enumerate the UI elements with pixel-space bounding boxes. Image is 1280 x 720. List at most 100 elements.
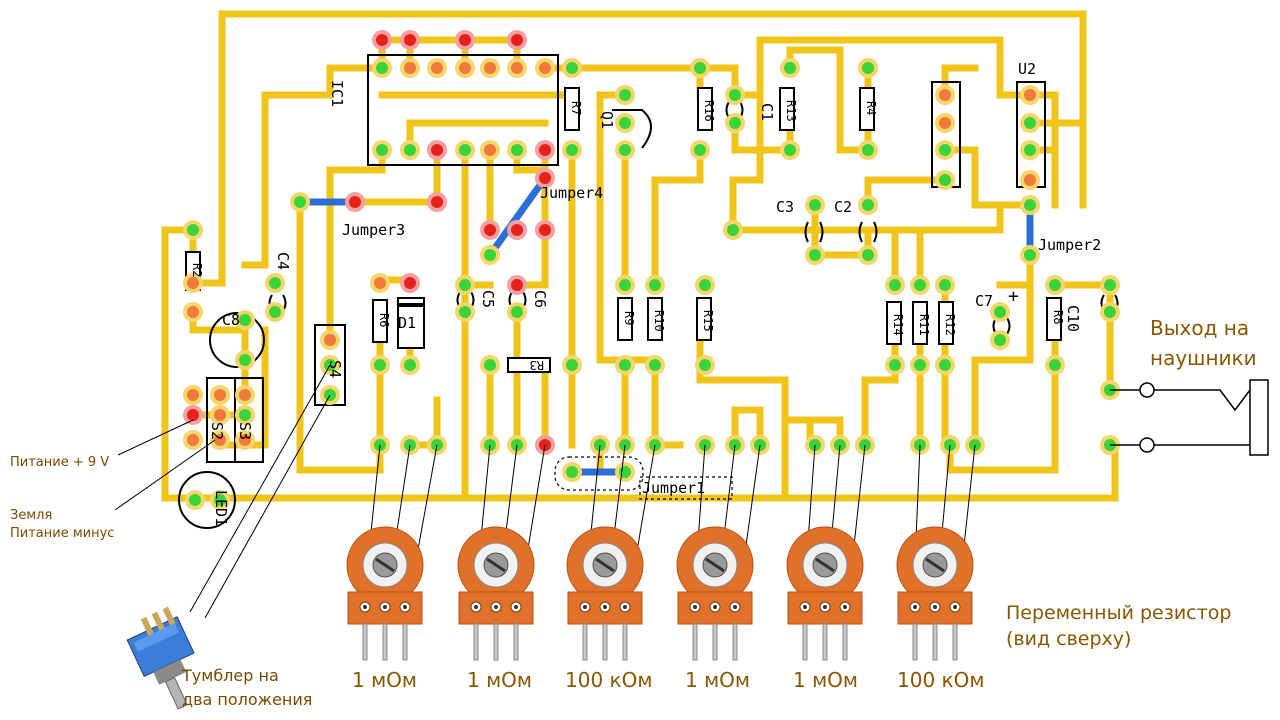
r16-body xyxy=(697,87,713,131)
solder-pad xyxy=(374,277,386,289)
solder-pad xyxy=(239,389,251,401)
r13-body xyxy=(779,87,795,131)
r10-body xyxy=(647,297,663,341)
toggle-label-line2: два положения xyxy=(182,690,313,709)
solder-pad xyxy=(694,62,706,74)
r15-body xyxy=(696,297,712,341)
solder-pad xyxy=(511,279,523,291)
solder-pad xyxy=(729,89,741,101)
solder-pad xyxy=(1024,199,1036,211)
wire-leads xyxy=(362,444,976,611)
c8-body xyxy=(209,312,265,368)
solder-pad xyxy=(1024,117,1036,129)
solder-pad xyxy=(939,279,951,291)
r14-body xyxy=(886,301,902,345)
pot-value-6: 100 кОм xyxy=(897,668,985,692)
r6-body xyxy=(372,299,388,343)
solder-pad xyxy=(484,249,496,261)
s3-label: S3 xyxy=(236,422,254,440)
ground-label-line2: Питание минус xyxy=(10,526,115,541)
solder-pad xyxy=(809,249,821,261)
solder-pad xyxy=(699,279,711,291)
r2-label: R2 xyxy=(190,263,204,277)
solder-pad xyxy=(239,354,251,366)
pot-value-3: 100 кОм xyxy=(565,668,653,692)
r4-label: R4 xyxy=(864,101,878,115)
solder-pad xyxy=(566,466,578,478)
solder-pad xyxy=(214,389,226,401)
solder-pad xyxy=(214,494,226,506)
solder-pad xyxy=(939,117,951,129)
solder-pad xyxy=(187,409,199,421)
r9-label: R9 xyxy=(622,311,636,325)
solder-pad xyxy=(404,277,416,289)
r11-body xyxy=(912,301,928,345)
solder-pad xyxy=(566,62,578,74)
solder-pad xyxy=(459,144,471,156)
solder-pad xyxy=(404,144,416,156)
solder-pad xyxy=(404,62,416,74)
r3-label: R3 xyxy=(530,358,544,372)
solder-pad xyxy=(889,279,901,291)
solder-pad xyxy=(1024,249,1036,261)
r7-label: R7 xyxy=(569,101,583,115)
copper-tracks xyxy=(161,10,1119,502)
solder-pad xyxy=(376,34,388,46)
d1-label: D1 xyxy=(398,314,416,332)
c5-label: C5 xyxy=(479,290,497,308)
solder-pad xyxy=(539,172,551,184)
power-plus-label: Питание + 9 V xyxy=(10,455,110,470)
ic1-body xyxy=(367,54,559,166)
solder-pad xyxy=(459,34,471,46)
solder-pad xyxy=(239,434,251,446)
potentiometer-icon xyxy=(676,526,754,661)
solder-pad xyxy=(539,224,551,236)
varres-label-line2: (вид сверху) xyxy=(1006,628,1132,650)
solder-pad xyxy=(784,144,796,156)
potentiometer-icon xyxy=(566,526,644,661)
c3-label: C3 xyxy=(776,198,794,216)
r9-body xyxy=(617,297,633,341)
c6-label: C6 xyxy=(531,290,549,308)
c7-label: C7 xyxy=(975,292,993,310)
solder-pad xyxy=(914,279,926,291)
c2-label: C2 xyxy=(834,198,852,216)
r7-body xyxy=(564,87,580,131)
solder-pad xyxy=(862,62,874,74)
solder-pad xyxy=(459,306,471,318)
solder-pad xyxy=(431,62,443,74)
solder-pad xyxy=(1049,359,1061,371)
solder-pad xyxy=(862,199,874,211)
solder-pad xyxy=(459,62,471,74)
r3-body xyxy=(507,357,551,373)
r11-label: R11 xyxy=(917,314,931,336)
c8-label: C8 xyxy=(222,311,240,329)
solder-pad xyxy=(939,89,951,101)
r8-label: R8 xyxy=(1051,310,1065,324)
solder-pad xyxy=(294,196,306,208)
led1-body xyxy=(178,471,236,529)
solder-pad xyxy=(539,144,551,156)
solder-pad xyxy=(187,277,199,289)
r12-body xyxy=(938,301,954,345)
potentiometer-icon xyxy=(786,526,864,661)
ic1-label: IC1 xyxy=(328,80,346,107)
solder-pad xyxy=(649,279,661,291)
solder-pad xyxy=(374,359,386,371)
solder-pad xyxy=(324,334,336,346)
s4-label: S4 xyxy=(326,360,344,378)
solder-pad xyxy=(484,62,496,74)
solder-pad xyxy=(349,196,361,208)
solder-pad xyxy=(619,279,631,291)
solder-pad xyxy=(566,144,578,156)
solder-pad xyxy=(729,117,741,129)
solder-pad xyxy=(511,224,523,236)
c2-body xyxy=(858,221,878,243)
solder-pad xyxy=(619,89,631,101)
c1-label: C1 xyxy=(758,103,776,121)
solder-pad xyxy=(431,196,443,208)
pot-value-2: 1 мОм xyxy=(467,668,532,692)
solder-pad xyxy=(809,199,821,211)
solder-pad xyxy=(694,144,706,156)
